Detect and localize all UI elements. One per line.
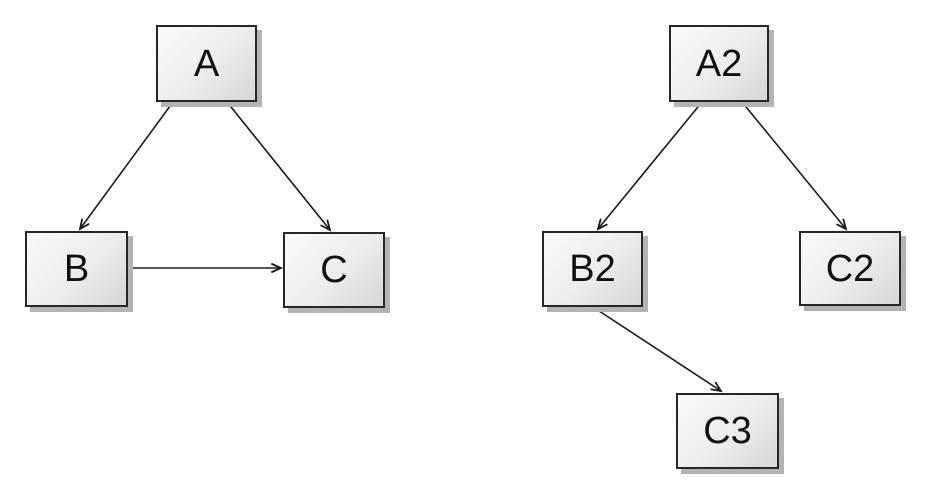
node-label: C2 <box>825 247 875 290</box>
node-label: A2 <box>695 42 743 85</box>
node-label: B <box>63 248 90 290</box>
node-A2[interactable]: A2 <box>669 25 769 102</box>
edge-A-B[interactable] <box>78 101 174 231</box>
edge-A-C[interactable] <box>226 101 332 232</box>
node-C[interactable]: C <box>283 232 385 308</box>
node-label: C3 <box>703 410 752 452</box>
node-label: C <box>320 249 348 291</box>
edge-A2-C2[interactable] <box>741 101 848 231</box>
node-C3[interactable]: C3 <box>676 393 779 469</box>
node-B[interactable]: B <box>25 231 128 307</box>
node-C2[interactable]: C2 <box>799 231 901 306</box>
node-label: A <box>193 42 220 85</box>
node-A[interactable]: A <box>156 25 257 102</box>
node-label: B2 <box>569 248 616 290</box>
node-B2[interactable]: B2 <box>542 231 643 307</box>
edge-B2-C3[interactable] <box>592 306 723 393</box>
edge-A2-B2[interactable] <box>596 101 703 231</box>
